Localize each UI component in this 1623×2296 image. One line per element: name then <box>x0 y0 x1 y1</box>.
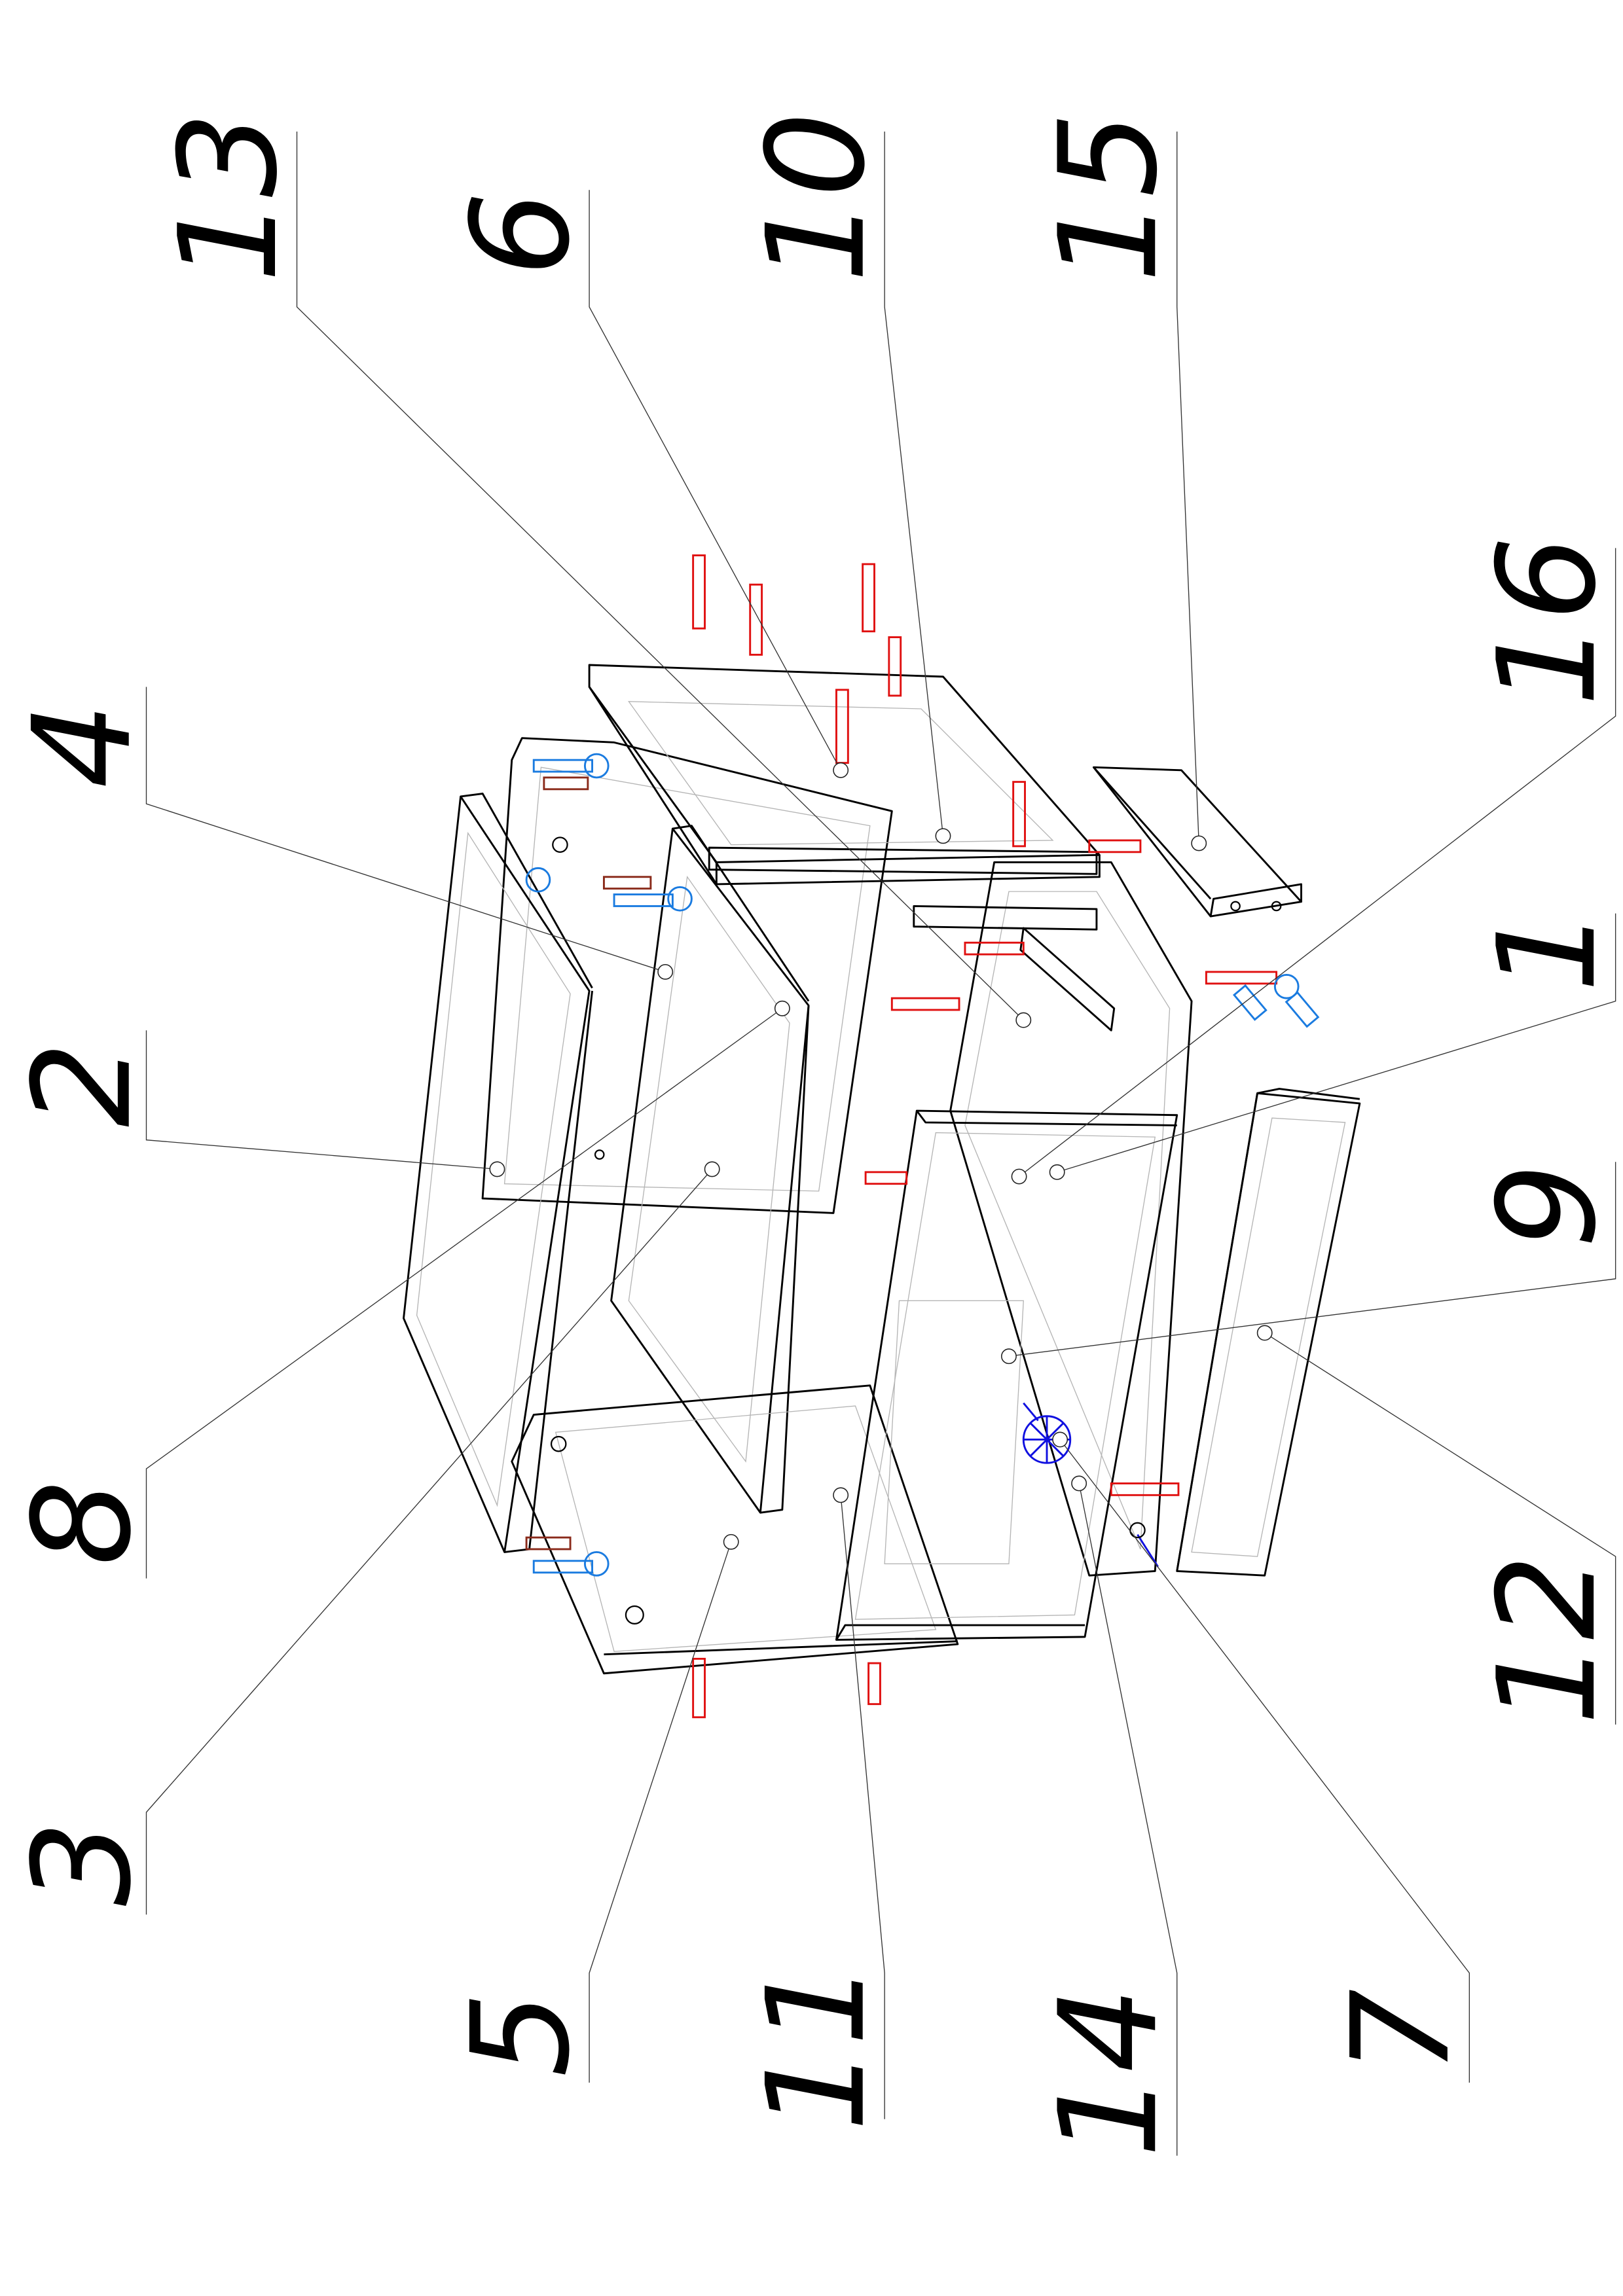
plinth-panel <box>1176 1088 1361 1577</box>
callout-11: 11 <box>739 1960 895 2131</box>
callout-6: 6 <box>443 191 600 277</box>
callout-1: 1 <box>1469 907 1623 993</box>
callout-15: 15 <box>1030 112 1187 283</box>
front-door-panel <box>835 1109 1178 1641</box>
top-panel <box>588 664 1101 886</box>
confirmat-screws <box>692 554 1278 1719</box>
callout-16: 16 <box>1469 535 1623 706</box>
shelf-panel <box>610 825 810 1514</box>
callout-12: 12 <box>1469 1554 1623 1725</box>
back-panel <box>481 737 893 1214</box>
callout-3: 3 <box>5 1821 161 1907</box>
callout-9: 9 <box>1469 1163 1623 1249</box>
callout-13: 13 <box>151 112 307 283</box>
callout-2: 2 <box>5 1042 161 1128</box>
bottom-panel <box>511 1384 959 1675</box>
callout-8: 8 <box>5 1480 161 1566</box>
leader-lines <box>145 131 1616 2156</box>
cam-fittings <box>525 753 1320 1577</box>
callout-14: 14 <box>1030 1987 1187 2158</box>
callout-5: 5 <box>443 1992 600 2077</box>
callout-4: 4 <box>5 702 161 788</box>
small-rail-panel <box>1093 766 1302 918</box>
callout-7: 7 <box>1323 1988 1480 2074</box>
leader-markers <box>489 762 1273 1550</box>
callout-10: 10 <box>739 112 895 283</box>
rail-strips <box>708 846 1116 1031</box>
holes <box>550 836 1282 1624</box>
dowels <box>525 776 652 1551</box>
